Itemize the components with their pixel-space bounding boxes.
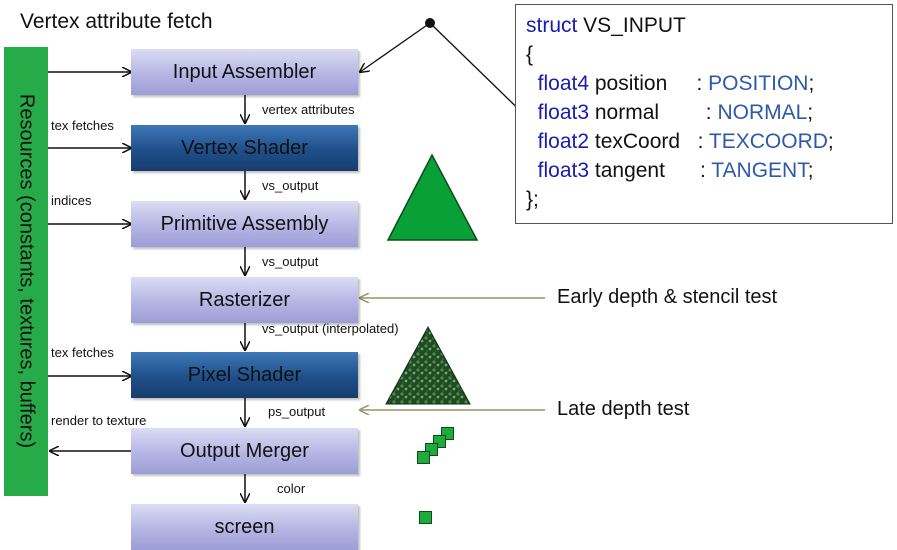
- stage-pixel-shader: Pixel Shader: [131, 352, 358, 398]
- pixel-square: [419, 511, 432, 524]
- flow-label-vs-output-2: vs_output: [262, 254, 319, 269]
- code-field-normal: float3 normal : NORMAL;: [537, 101, 814, 124]
- side-label-indices: indices: [51, 193, 92, 208]
- code-field-texcoord: float2 texCoord : TEXCOORD;: [537, 130, 834, 153]
- struct-pointer-arrow: [360, 22, 431, 72]
- side-label-render-to-texture: render to texture: [51, 413, 147, 428]
- struct-keyword: struct: [526, 14, 578, 37]
- side-label-tex-fetches-2: tex fetches: [51, 345, 114, 360]
- stage-vertex-shader: Vertex Shader: [131, 125, 358, 171]
- side-label-tex-fetches-1: tex fetches: [51, 118, 114, 133]
- stage-screen: screen: [131, 504, 358, 550]
- flow-label-color: color: [277, 481, 306, 496]
- annotation-late-depth: Late depth test: [557, 398, 690, 420]
- annotation-early-depth: Early depth & stencil test: [557, 286, 778, 308]
- textured-triangle: [385, 325, 471, 405]
- code-line-1: struct VS_INPUT: [526, 14, 686, 37]
- diagram-title: Vertex attribute fetch: [20, 10, 213, 33]
- flow-label-vs-output-1: vs_output: [262, 178, 319, 193]
- flow-label-ps-output: ps_output: [268, 404, 326, 419]
- flow-label-vs-output-interpolated: vs_output (interpolated): [262, 321, 399, 336]
- vs-input-struct-box: struct VS_INPUT { float4 position : POSI…: [515, 4, 893, 224]
- code-open-brace: {: [526, 43, 534, 66]
- stage-input-assembler: Input Assembler: [131, 49, 358, 95]
- code-field-position: float4 position : POSITION;: [537, 72, 815, 95]
- resources-bar: Resources (constants, textures, buffers): [4, 47, 48, 496]
- stage-output-merger: Output Merger: [131, 428, 358, 474]
- primitive-triangle: [386, 153, 479, 241]
- code-close-brace: };: [526, 188, 539, 211]
- struct-name: VS_INPUT: [577, 14, 686, 37]
- code-field-tangent: float3 tangent : TANGENT;: [537, 159, 814, 182]
- flow-label-vertex-attributes: vertex attributes: [262, 102, 355, 117]
- fragment-square-4: [417, 451, 430, 464]
- stage-primitive-assembly: Primitive Assembly: [131, 201, 358, 247]
- stage-rasterizer: Rasterizer: [131, 277, 358, 323]
